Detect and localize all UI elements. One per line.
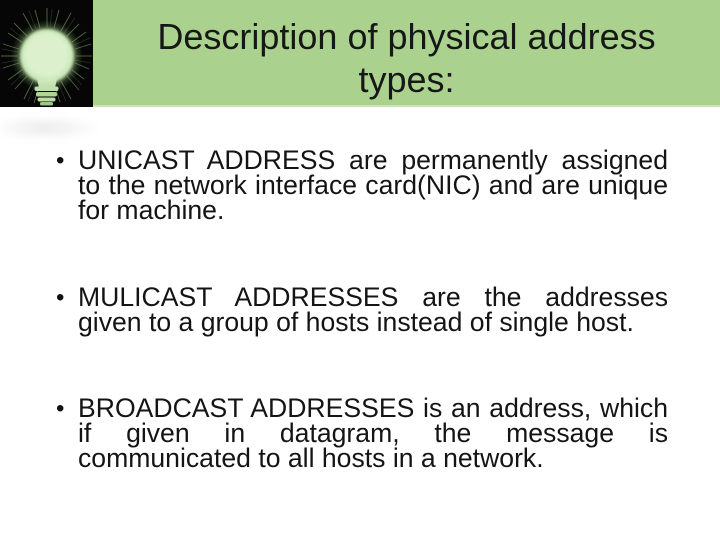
- bullet-icon: •: [56, 395, 65, 422]
- lightbulb-icon: [0, 0, 93, 107]
- bullet-icon: •: [56, 147, 65, 174]
- title-bar: Description of physical address types:: [93, 0, 720, 107]
- bullet-list: • UNICAST ADDRESS are permanently assign…: [55, 145, 668, 473]
- bullet-text-broadcast: BROADCAST ADDRESSES is an address, which…: [78, 393, 668, 473]
- lightbulb-image: [0, 0, 93, 107]
- bullet-item-unicast: • UNICAST ADDRESS are permanently assign…: [55, 145, 668, 225]
- bullet-item-multicast: • MULICAST ADDRESSES are the addresses g…: [55, 282, 668, 337]
- bullet-text-unicast: UNICAST ADDRESS are permanently assigned…: [78, 145, 668, 225]
- page-title: Description of physical address types:: [157, 16, 656, 100]
- bullet-icon: •: [56, 284, 65, 311]
- slide-header: Description of physical address types:: [0, 0, 720, 107]
- bullet-item-broadcast: • BROADCAST ADDRESSES is an address, whi…: [55, 393, 668, 473]
- scan-artifact: [0, 115, 100, 141]
- bullet-text-multicast: MULICAST ADDRESSES are the addresses giv…: [78, 282, 668, 337]
